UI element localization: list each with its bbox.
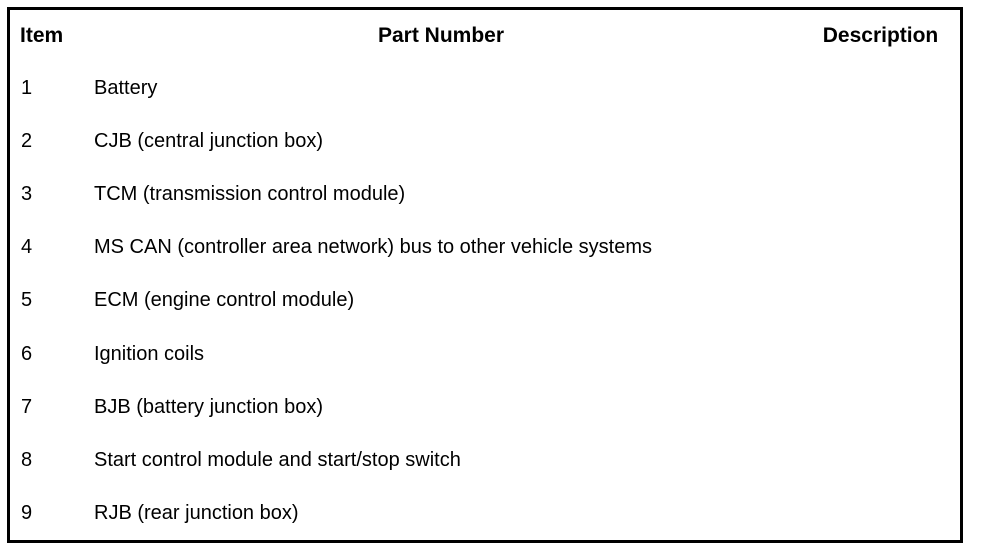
cell-part-number: ECM (engine control module)	[81, 274, 801, 328]
cell-description	[801, 115, 960, 169]
cell-description	[801, 168, 960, 222]
cell-item-number: 6	[10, 327, 81, 381]
cell-description	[801, 380, 960, 434]
cell-part-number: Start control module and start/stop swit…	[81, 433, 801, 487]
table-row: 9 RJB (rear junction box)	[10, 486, 960, 540]
cell-item-number: 1	[10, 62, 81, 116]
cell-item-number: 3	[10, 168, 81, 222]
cell-description	[801, 327, 960, 381]
column-header-description: Description	[801, 10, 960, 62]
cell-item-number: 7	[10, 380, 81, 434]
column-header-item: Item	[10, 10, 81, 62]
table-row: 6 Ignition coils	[10, 327, 960, 381]
cell-description	[801, 274, 960, 328]
cell-part-number: MS CAN (controller area network) bus to …	[81, 221, 801, 275]
cell-part-number: BJB (battery junction box)	[81, 380, 801, 434]
cell-description	[801, 433, 960, 487]
cell-description	[801, 486, 960, 540]
cell-item-number: 4	[10, 221, 81, 275]
table-row: 8 Start control module and start/stop sw…	[10, 433, 960, 487]
table-row: 1 Battery	[10, 62, 960, 116]
cell-description	[801, 221, 960, 275]
column-header-part-number: Part Number	[81, 10, 801, 62]
table-row: 5 ECM (engine control module)	[10, 274, 960, 328]
cell-part-number: TCM (transmission control module)	[81, 168, 801, 222]
cell-item-number: 2	[10, 115, 81, 169]
cell-description	[801, 62, 960, 116]
cell-item-number: 5	[10, 274, 81, 328]
cell-part-number: RJB (rear junction box)	[81, 486, 801, 540]
cell-part-number: Ignition coils	[81, 327, 801, 381]
cell-part-number: Battery	[81, 62, 801, 116]
table-body: 1 Battery 2 CJB (central junction box) 3…	[10, 62, 960, 540]
table-row: 4 MS CAN (controller area network) bus t…	[10, 221, 960, 275]
table-row: 7 BJB (battery junction box)	[10, 380, 960, 434]
table-header: Item Part Number Description	[10, 10, 960, 62]
cell-item-number: 9	[10, 486, 81, 540]
parts-table-container: Item Part Number Description 1 Battery 2…	[7, 7, 963, 543]
table-row: 3 TCM (transmission control module)	[10, 168, 960, 222]
cell-item-number: 8	[10, 433, 81, 487]
table-header-row: Item Part Number Description	[10, 10, 960, 62]
cell-part-number: CJB (central junction box)	[81, 115, 801, 169]
table-row: 2 CJB (central junction box)	[10, 115, 960, 169]
parts-legend-table: Item Part Number Description 1 Battery 2…	[10, 10, 960, 540]
